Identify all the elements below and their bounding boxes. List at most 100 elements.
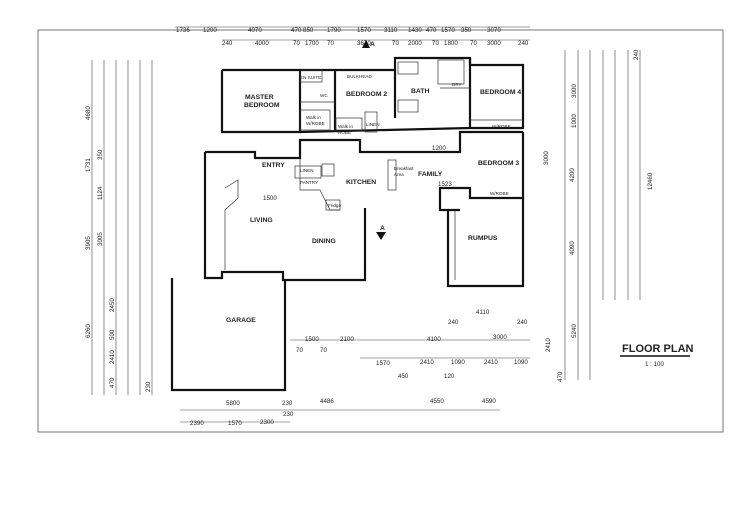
dim: 1700 — [305, 40, 319, 47]
dim: 70 — [392, 40, 399, 47]
dim: 4550 — [430, 398, 444, 405]
dim: 1731 — [85, 158, 92, 172]
dim: 1200 — [432, 145, 446, 152]
dim: 4486 — [320, 398, 334, 405]
dim: 3000 — [493, 334, 507, 341]
room-breakfast-line-2: Area — [394, 172, 404, 177]
section-marker-bottom: A — [376, 225, 386, 240]
dim: 470 — [557, 371, 564, 382]
dim: 1570 — [357, 27, 371, 34]
dim: 4110 — [476, 309, 490, 316]
dimension-lines — [91, 26, 641, 423]
dim: 850 — [303, 27, 314, 34]
dim: 2450 — [109, 298, 116, 312]
top-dimensions-row-2: 240 4000 70 1700 70 3670 70 2000 70 1800… — [222, 40, 529, 47]
dim: 1200 — [203, 27, 217, 34]
interior-dimensions: 1200 1500 1523 — [263, 145, 452, 202]
dim: 1500 — [263, 195, 277, 202]
dim: 470 — [426, 27, 437, 34]
dim: 12460 — [647, 172, 654, 190]
plan-title: FLOOR PLAN — [622, 343, 694, 355]
dim: 2100 — [340, 336, 354, 343]
dim: 1090 — [514, 359, 528, 366]
dim: 240 — [518, 40, 529, 47]
dim: 70 — [432, 40, 439, 47]
room-kitchen: KITCHEN — [346, 179, 376, 186]
dim: 1523 — [438, 181, 452, 188]
dim: 70 — [470, 40, 477, 47]
dim: 1570 — [441, 27, 455, 34]
right-dimensions: 3000 1000 3000 4200 4090 5240 2410 470 1… — [543, 84, 654, 382]
dim: 3005 — [97, 232, 104, 246]
dim: 1736 — [176, 27, 190, 34]
title-block: FLOOR PLAN 1 : 100 — [620, 343, 694, 368]
dim: 1500 — [305, 336, 319, 343]
bottom-dimensions: 1500 2100 4100 3000 4110 240 240 1570 24… — [190, 309, 528, 427]
dim: 470 — [291, 27, 302, 34]
section-marker-label: A — [370, 41, 375, 48]
room-linen: LINEN — [300, 168, 314, 173]
dim: 2410 — [545, 338, 552, 352]
room-bedroom-4: BEDROOM 4 — [480, 89, 521, 96]
sheet-border — [37, 29, 724, 433]
dim: 1790 — [327, 27, 341, 34]
dim: 2300 — [260, 419, 274, 426]
dim: 3905 — [85, 236, 92, 250]
dim: 70 — [320, 347, 327, 354]
dim: 4070 — [248, 27, 262, 34]
dim: 2410 — [420, 359, 434, 366]
dim: 4200 — [569, 168, 576, 182]
room-master-bedroom-line-2: BEDROOM — [244, 102, 280, 109]
room-wir-bed2-line-2: ROBE — [338, 130, 351, 135]
room-wir-master-line-1: Walk in — [306, 115, 321, 120]
dim: 450 — [398, 373, 409, 380]
dim: 500 — [109, 329, 116, 340]
dim: 4000 — [255, 40, 269, 47]
room-entry: ENTRY — [262, 162, 285, 169]
dim: 350 — [461, 27, 472, 34]
dim: 1090 — [451, 359, 465, 366]
room-wir-bed2-line-1: Walk in — [338, 124, 353, 129]
dim: 240 — [222, 40, 233, 47]
dim: 1124 — [97, 186, 104, 200]
top-dimensions-row-1: 1736 1200 4070 470 850 1790 1570 3110 14… — [176, 27, 501, 34]
dim: 240 — [517, 319, 528, 326]
room-living: LIVING — [250, 217, 273, 224]
dim: 4590 — [482, 398, 496, 405]
dim: 3000 — [543, 151, 550, 165]
room-family: FAMILY — [418, 171, 443, 178]
dim: 4090 — [569, 241, 576, 255]
room-bedroom-2: BEDROOM 2 — [346, 91, 387, 98]
dim: 2410 — [484, 359, 498, 366]
dim: 240 — [448, 319, 459, 326]
dim: 2000 — [408, 40, 422, 47]
room-breakfast-line-1: Breakfast — [394, 166, 414, 171]
room-linen-hall: LINEN — [366, 122, 380, 127]
dim: 4100 — [427, 336, 441, 343]
dim: 230 — [282, 400, 293, 407]
section-marker-label: A — [380, 225, 385, 232]
room-labels: MASTER BEDROOM EN SUITE WC BEDROOM 2 BUL… — [226, 74, 521, 324]
side-label: 240 — [633, 49, 640, 60]
room-bath: BATH — [411, 88, 429, 95]
room-pantry: PANTRY — [300, 180, 318, 185]
room-dining: DINING — [312, 238, 336, 245]
dim: 3000 — [487, 40, 501, 47]
dim: 5240 — [571, 324, 578, 338]
room-bulkhead: BULKHEAD — [347, 74, 372, 79]
room-garage: GARAGE — [226, 317, 256, 324]
dim: 5800 — [226, 400, 240, 407]
left-dimensions: 4680 1731 3905 6260 350 1124 3005 2450 5… — [85, 106, 152, 392]
side-dim: 240 — [633, 49, 640, 60]
dim: 350 — [97, 149, 104, 160]
room-ensuite: EN SUITE — [300, 75, 321, 80]
dim: 230 — [145, 381, 152, 392]
room-fridge: Fridge — [328, 203, 341, 208]
dim: 70 — [296, 347, 303, 354]
building-walls — [170, 56, 525, 392]
room-rumpus: RUMPUS — [468, 235, 498, 242]
dim: 3670 — [357, 40, 371, 47]
dim: 1000 — [571, 114, 578, 128]
dim: 3000 — [571, 84, 578, 98]
